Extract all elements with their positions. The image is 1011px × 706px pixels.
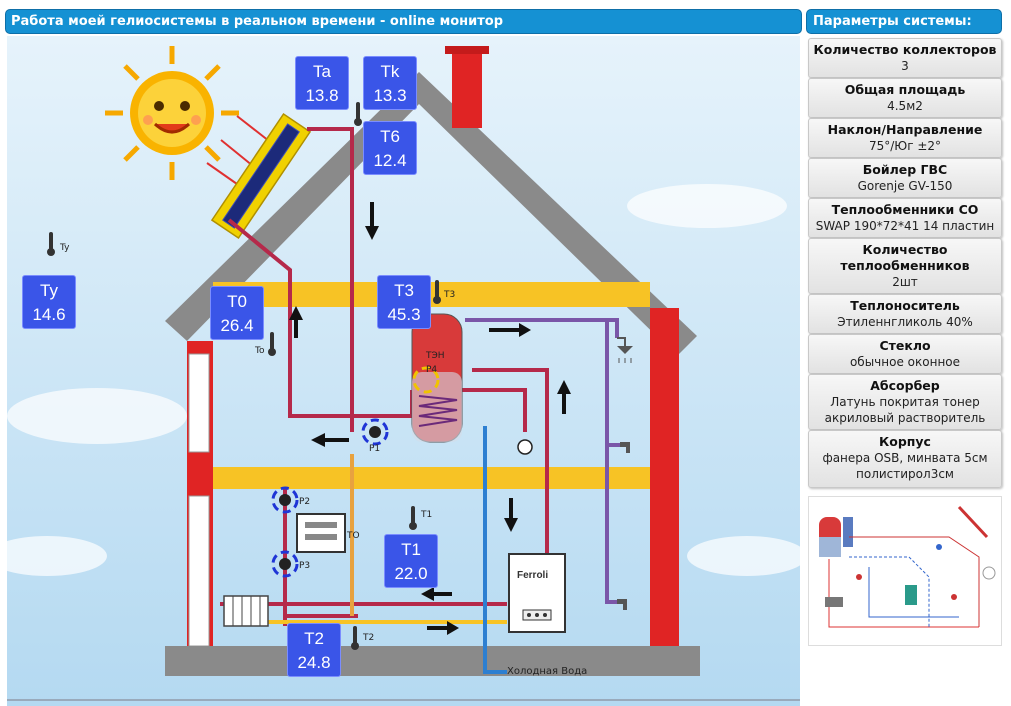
sensor-name-t6: T6 bbox=[364, 125, 416, 149]
heat-exchanger bbox=[297, 514, 345, 552]
radiator-icon bbox=[224, 596, 268, 626]
pump-p3-label: P3 bbox=[299, 561, 310, 571]
sensor-name-ta: Ta bbox=[296, 60, 348, 84]
param-value: обычное оконное bbox=[809, 354, 1001, 370]
sensor-value-t2: 24.8 bbox=[288, 651, 340, 675]
sensor-value-t1: 22.0 bbox=[385, 562, 437, 586]
param-label: Бойлер ГВС bbox=[809, 162, 1001, 178]
param-value: SWAP 190*72*41 14 пластин bbox=[809, 218, 1001, 234]
param-value: фанера OSB, минвата 5см полистирол3см bbox=[809, 450, 1001, 482]
param-label: Корпус bbox=[809, 434, 1001, 450]
heating-scheme: ТЭН P4 P1 P2 P3 TO bbox=[7, 36, 800, 706]
sensor-value-t3: 45.3 bbox=[378, 303, 430, 327]
params-header: Параметры системы: bbox=[806, 9, 1002, 34]
sensor-name-t1: T1 bbox=[385, 538, 437, 562]
sensor-label-to: To bbox=[254, 346, 265, 356]
param-value: 3 bbox=[809, 58, 1001, 74]
monitor-header: Работа моей гелиосистемы в реальном врем… bbox=[5, 9, 802, 34]
param-value: Gorenje GV-150 bbox=[809, 178, 1001, 194]
gas-boiler bbox=[509, 554, 565, 632]
param-label: Теплоноситель bbox=[809, 298, 1001, 314]
sensor-name-t2: T2 bbox=[288, 627, 340, 651]
sensor-label-t3: T3 bbox=[443, 290, 455, 300]
heat-exchanger-label: TO bbox=[346, 531, 360, 541]
sensor-name-tk: Tk bbox=[364, 60, 416, 84]
sensor-name-t3: T3 bbox=[378, 279, 430, 303]
param-value: 2шт bbox=[809, 274, 1001, 290]
sensor-name-t0: T0 bbox=[211, 290, 263, 314]
sensor-value-ty: 14.6 bbox=[23, 303, 75, 327]
boiler-brand: Ferroli bbox=[517, 570, 548, 581]
sensor-value-t6: 12.4 bbox=[364, 149, 416, 173]
param-value: Этиленнгликоль 40% bbox=[809, 314, 1001, 330]
schematic-thumbnail[interactable] bbox=[808, 496, 1002, 646]
param-value: Латунь покритая тонер акриловый раствори… bbox=[809, 394, 1001, 426]
schematic-thumbnail-svg bbox=[809, 497, 1001, 645]
sensor-value-ta: 13.8 bbox=[296, 84, 348, 108]
param-label: Количество теплообменников bbox=[809, 242, 1001, 274]
pump-p1-label: P1 bbox=[369, 444, 380, 454]
monitor-title: Работа моей гелиосистемы в реальном врем… bbox=[11, 14, 503, 29]
param-value: 75°/Юг ±2° bbox=[809, 138, 1001, 154]
pump-p2-label: P2 bbox=[299, 497, 310, 507]
pump-p4-label: P4 bbox=[426, 365, 437, 375]
param-value: 4.5м2 bbox=[809, 98, 1001, 114]
param-label: Количество коллекторов bbox=[809, 42, 1001, 58]
sensor-value-t0: 26.4 bbox=[211, 314, 263, 338]
sensor-name-ty: Ty bbox=[23, 279, 75, 303]
sensor-label-ty: Ty bbox=[59, 243, 70, 253]
cold-water-label: Холодная Вода bbox=[507, 666, 587, 677]
param-label: Абсорбер bbox=[809, 378, 1001, 394]
sensor-label-t1: T1 bbox=[420, 510, 432, 520]
param-label: Общая площадь bbox=[809, 82, 1001, 98]
sensor-label-t2: T2 bbox=[362, 633, 374, 643]
param-label: Теплообменники СО bbox=[809, 202, 1001, 218]
params-title: Параметры системы: bbox=[813, 14, 972, 29]
heater-label: ТЭН bbox=[425, 351, 445, 361]
param-label: Наклон/Направление bbox=[809, 122, 1001, 138]
sensor-value-tk: 13.3 bbox=[364, 84, 416, 108]
param-label: Стекло bbox=[809, 338, 1001, 354]
pump-icon bbox=[518, 440, 532, 454]
